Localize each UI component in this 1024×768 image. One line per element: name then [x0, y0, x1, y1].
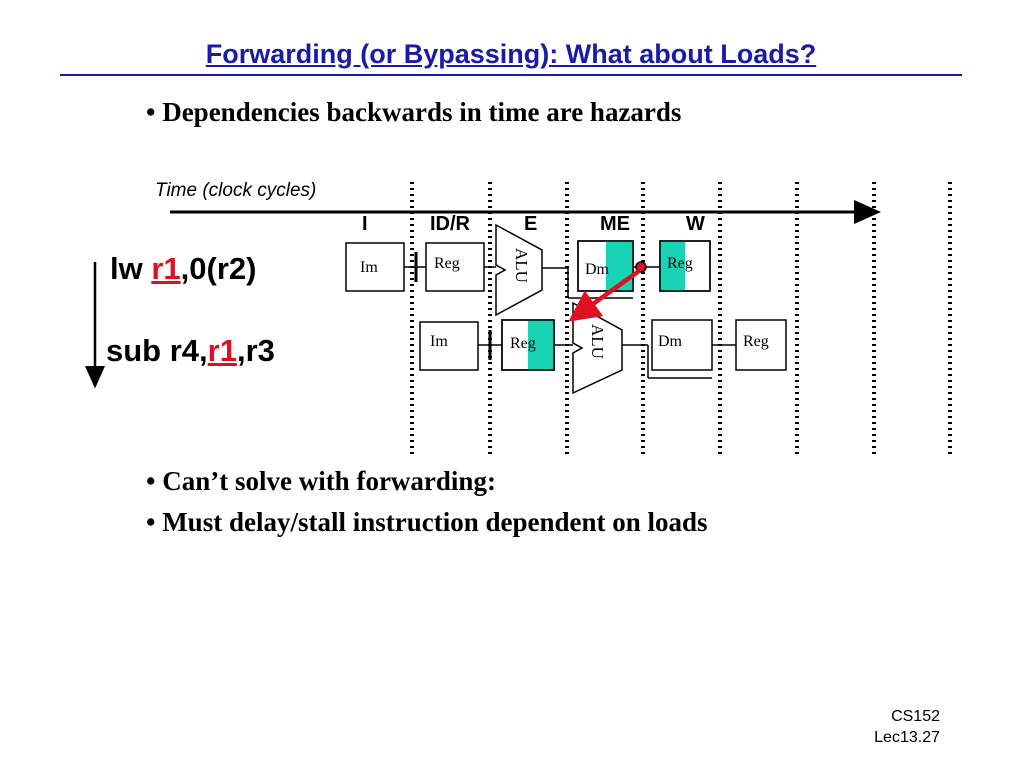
reg-read-box — [425, 242, 485, 292]
alu-shape — [495, 223, 543, 317]
row1-reg-label: Reg — [434, 255, 460, 272]
instruction-text: ,0(r2) — [180, 251, 257, 286]
slide-title: Forwarding (or Bypassing): What about Lo… — [60, 34, 962, 76]
alu-shape — [572, 301, 623, 395]
im-box — [419, 321, 479, 371]
row2-alu-label: ALU — [588, 324, 607, 359]
instruction-sub: sub r4,r1,r3 — [106, 333, 275, 369]
row1-dm-label: Dm — [585, 261, 610, 278]
lecture-label: Lec13.27 — [874, 729, 940, 746]
dependent-register: r1 — [207, 333, 237, 368]
wb-reg-box — [735, 319, 787, 371]
reg-read-active-half — [528, 320, 554, 370]
dependent-register: r1 — [151, 251, 181, 286]
instruction-text: lw — [110, 251, 152, 286]
course-label: CS152 — [891, 708, 940, 725]
row1-wb-label: Reg — [667, 255, 693, 272]
forwarding-arrow — [568, 269, 641, 322]
stage-label-if: I — [362, 213, 368, 235]
clock-cycle-boundaries — [410, 182, 952, 456]
stage-label-mem: ME — [600, 213, 630, 235]
row2-reg-label: Reg — [510, 335, 536, 352]
row2-wb-label: Reg — [743, 333, 769, 350]
instruction-lw: lw r1,0(r2) — [110, 251, 256, 287]
row1-alu-label: ALU — [512, 248, 531, 283]
wb-reg-active-half — [660, 241, 685, 291]
forward-source-dot — [635, 261, 647, 273]
bullet-dependencies: • Dependencies backwards in time are haz… — [146, 97, 682, 127]
stage-label-ex: E — [524, 213, 537, 235]
slide-footer: CS152 Lec13.27 — [874, 706, 940, 748]
bullet-must-stall: • Must delay/stall instruction dependent… — [146, 507, 708, 537]
stage-label-wb: W — [686, 213, 705, 235]
bullet-cant-forward: • Can’t solve with forwarding: — [146, 466, 496, 496]
time-axis-label: Time (clock cycles) — [155, 180, 316, 201]
dm-box-outline — [577, 240, 634, 292]
row1-im-label: Im — [360, 259, 378, 276]
pipeline-row-sub — [419, 301, 787, 395]
instruction-text: ,r3 — [236, 333, 275, 368]
row2-dm-label: Dm — [658, 333, 683, 350]
wb-reg-box-outline — [659, 240, 711, 292]
instruction-text: sub r4, — [106, 333, 208, 368]
dm-box — [651, 319, 713, 371]
row2-im-label: Im — [430, 333, 448, 350]
pipeline-row-lw — [345, 223, 711, 317]
stage-label-idrf: ID/R — [430, 213, 471, 235]
